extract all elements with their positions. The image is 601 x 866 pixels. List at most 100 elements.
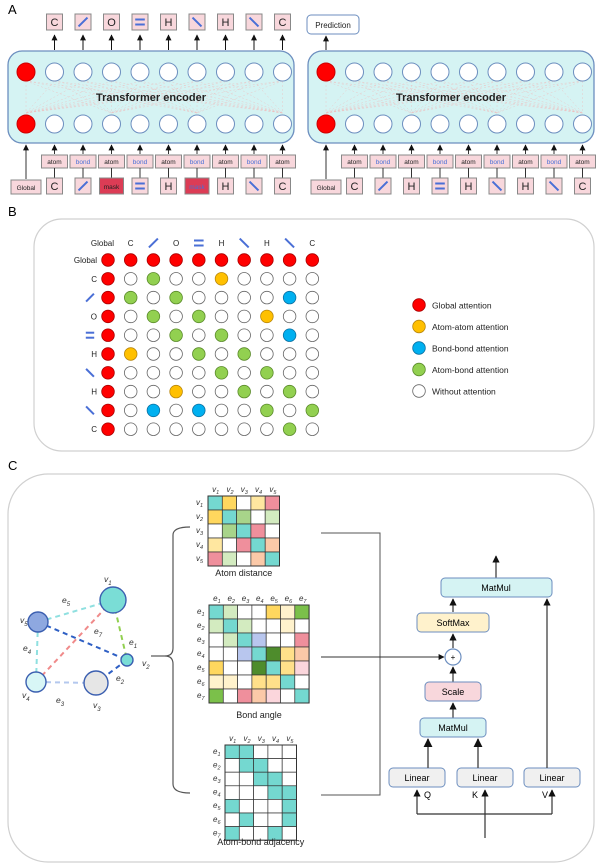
attention-cell-7-5 <box>214 384 229 399</box>
attention-cell-5-6 <box>237 347 251 361</box>
matrix-cell-5-4 <box>281 812 297 827</box>
matrix-cell-3-3 <box>251 646 267 662</box>
col-label-sub: 4 <box>276 739 279 745</box>
output-token-single-bond-icon <box>191 16 203 28</box>
attention-cell-8-9 <box>305 403 320 418</box>
matrix-cell-2-4 <box>265 632 281 648</box>
matrix-cell-0-1 <box>238 744 254 759</box>
row-header-1: C <box>91 275 97 284</box>
matrix-cell-5-0 <box>224 812 240 827</box>
attention-cell-9-2 <box>146 422 161 436</box>
matrix-cell-4-1 <box>238 799 254 814</box>
edge-label-e5: e5 <box>62 595 71 608</box>
node-label-v3: v3 <box>93 700 101 713</box>
token-node-top <box>573 62 592 82</box>
token-node-bottom <box>159 114 178 134</box>
token-node-top <box>544 62 564 82</box>
token-node-top <box>373 62 393 82</box>
row-label: e3 <box>213 774 221 785</box>
col-header-0: Global <box>91 239 114 248</box>
graph-node-v1 <box>99 586 127 614</box>
attention-mesh-line <box>325 80 384 114</box>
attention-mesh-line <box>325 80 583 114</box>
col-label-sub: 6 <box>289 599 293 605</box>
edge-label-e2: e2 <box>116 673 125 686</box>
row-label: v2 <box>196 512 203 523</box>
row-label: v1 <box>196 498 203 509</box>
matrix-cell-0-3 <box>267 744 283 759</box>
token-node-bottom <box>345 114 364 134</box>
edge-label-sub: 1 <box>134 644 137 650</box>
matrix-cell-2-0 <box>207 523 223 539</box>
attention-cell-3-0 <box>101 309 115 324</box>
matrix-title: Bond angle <box>236 710 282 720</box>
input-token-single-bond-icon <box>248 180 260 192</box>
matrix-bracket-connector <box>321 532 381 796</box>
matrix-cell-0-2 <box>253 744 269 759</box>
bond-type-label: bond <box>247 159 262 166</box>
attention-cell-8-3 <box>169 403 183 418</box>
node-label-sub: 1 <box>108 581 111 587</box>
attention-cell-8-0 <box>101 403 115 418</box>
attention-cell-3-9 <box>305 309 320 324</box>
output-token-box <box>46 13 63 31</box>
attention-mesh-line <box>496 80 583 114</box>
edge-label-sub: 2 <box>120 680 125 686</box>
col-label: e6 <box>285 594 293 605</box>
node-label-v4: v4 <box>22 690 30 703</box>
output-token-text: C <box>279 17 287 29</box>
attention-cell-7-2 <box>146 384 161 399</box>
attention-cell-7-1 <box>123 384 138 399</box>
matrix-cell-1-5 <box>280 618 296 634</box>
linear-v-label: Linear <box>539 773 564 783</box>
attention-cell-0-6 <box>237 253 251 267</box>
attention-cell-9-6 <box>237 422 251 436</box>
matrix-cell-2-1 <box>222 632 238 648</box>
attention-cell-4-0 <box>101 328 115 342</box>
col-label: v4 <box>255 485 262 496</box>
row-label: e4 <box>197 649 205 660</box>
matrix-cell-2-1 <box>221 523 237 539</box>
attention-cell-9-3 <box>169 422 183 436</box>
attention-cell-0-2 <box>146 253 161 267</box>
input-token-box <box>160 177 177 195</box>
matrix-cell-1-2 <box>236 509 252 525</box>
matrix-cell-2-1 <box>238 771 254 787</box>
col-label-sub: 2 <box>246 739 250 745</box>
attention-mesh-line <box>325 80 498 114</box>
attention-cell-6-6 <box>237 366 251 380</box>
token-node-bottom <box>73 114 93 134</box>
bond-type-label: bond <box>133 159 148 166</box>
col-label: v5 <box>286 734 294 745</box>
encoder-title-right: Transformer encoder <box>396 92 507 104</box>
node-label-sub: 3 <box>97 707 101 713</box>
attention-cell-2-2 <box>146 290 161 305</box>
matrix-cell-1-0 <box>207 509 223 525</box>
matrix-cell-3-4 <box>264 537 280 553</box>
mask-token-box <box>184 177 210 195</box>
attention-cell-6-7 <box>260 366 274 380</box>
matrix-cell-1-4 <box>265 618 281 634</box>
attention-cell-1-5 <box>214 272 229 286</box>
matrix-cell-4-1 <box>222 660 238 676</box>
matrix-cell-5-3 <box>251 674 267 690</box>
attention-cell-7-9 <box>305 384 320 399</box>
q-label: Q <box>424 790 431 800</box>
attention-mesh-line <box>25 80 55 114</box>
attention-cell-0-4 <box>192 253 206 267</box>
attention-cell-7-3 <box>169 384 183 399</box>
attention-cell-7-7 <box>260 384 274 399</box>
matrix-cell-0-2 <box>236 495 252 511</box>
bond-type-label: bond <box>490 159 505 166</box>
attention-cell-8-6 <box>237 403 251 418</box>
attention-cell-7-6 <box>237 384 251 399</box>
token-node-bottom <box>130 114 150 134</box>
matrix-cell-3-0 <box>224 785 240 800</box>
attention-cell-3-6 <box>237 309 251 324</box>
attention-cell-5-0 <box>101 347 115 361</box>
input-token-text: H <box>522 181 530 193</box>
attention-cell-9-1 <box>123 422 138 436</box>
attention-mesh-line <box>25 80 198 114</box>
col-label-sub: 5 <box>273 490 277 496</box>
